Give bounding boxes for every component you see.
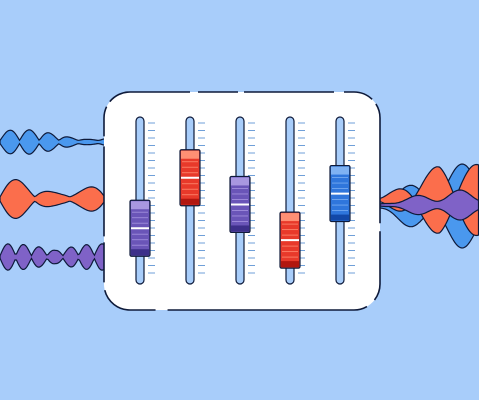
fader-knob-highlight: [231, 177, 249, 186]
fader-knob[interactable]: [179, 149, 201, 207]
fader-knob-base: [231, 225, 249, 232]
fader-channel-3[interactable]: [229, 116, 255, 285]
fader-knob-base: [281, 261, 299, 268]
fader-knob-highlight: [331, 166, 349, 175]
fader-ticks: [148, 122, 155, 274]
fader-channel-4[interactable]: [279, 116, 305, 285]
fader-knob[interactable]: [279, 211, 301, 269]
mixer-faders: [129, 116, 355, 285]
fader-knob-base: [131, 249, 149, 256]
fader-knob-highlight: [131, 201, 149, 210]
fader-knob-base: [181, 198, 199, 205]
fader-knob-highlight: [281, 213, 299, 222]
fader-knob[interactable]: [329, 164, 351, 223]
mixer-panel-outline: [103, 91, 381, 311]
fader-knob-base: [331, 214, 349, 221]
fader-knob-highlight: [181, 150, 199, 159]
fader-channel-1[interactable]: [129, 116, 155, 285]
fader-knob[interactable]: [129, 199, 151, 257]
fader-knob[interactable]: [229, 175, 251, 234]
fader-channel-2[interactable]: [179, 116, 205, 285]
fader-channel-5[interactable]: [329, 116, 355, 285]
